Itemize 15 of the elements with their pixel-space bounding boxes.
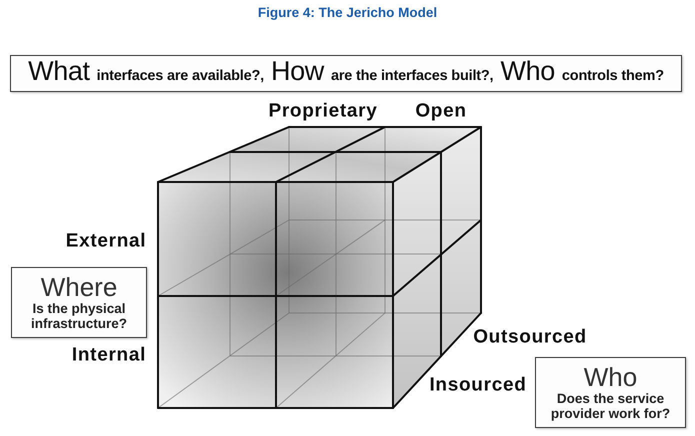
axis-label: External	[66, 230, 146, 252]
question-heading: Who	[584, 364, 638, 391]
question-text: What interfaces are available?, How are the interfaces built?, Who controls them?	[28, 56, 664, 88]
figure-title: Figure 4: The Jericho Model	[258, 5, 438, 21]
axis-label: Proprietary	[268, 100, 378, 122]
question-box	[10, 55, 682, 92]
question-heading: Where	[40, 274, 118, 301]
question-box	[11, 267, 147, 338]
axis-label: Insourced	[429, 374, 527, 396]
axis-label: Outsourced	[473, 326, 587, 348]
question-box	[535, 357, 686, 428]
axis-label: Open	[415, 100, 467, 122]
question-text: Does the service provider work for?	[550, 391, 672, 421]
axis-label: Internal	[72, 344, 146, 366]
question-text: Is the physical infrastructure?	[30, 301, 128, 331]
